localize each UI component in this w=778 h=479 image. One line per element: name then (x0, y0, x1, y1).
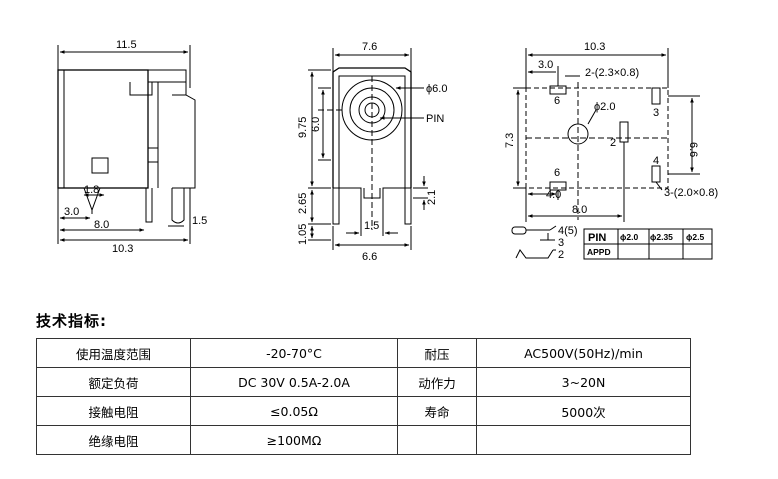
dim-7-6: 7.6 (362, 41, 377, 53)
spec-label: 动作力 (397, 367, 477, 397)
spec-value: -20-70°C (190, 338, 398, 368)
dim-1-5-front: 1.5 (364, 220, 379, 232)
table-row: 使用温度范围 -20-70°C 耐压 AC500V(50Hz)/min (36, 338, 691, 368)
pad-label-3: 3 (653, 107, 659, 119)
dim-11-5: 11.5 (116, 39, 137, 51)
spec-label: 绝缘电阻 (36, 425, 191, 455)
side-view (57, 45, 196, 244)
dim-9-75: 9.75 (297, 117, 309, 138)
pin-table-head-2-0: ϕ2.0 (620, 232, 638, 242)
technical-drawing: 11.5 1.8 3.0 8.0 1.5 10.3 (57, 39, 718, 263)
pin-table-head-2-35: ϕ2.35 (650, 232, 673, 242)
dim-10-3: 10.3 (112, 243, 133, 255)
dim-8-0: 8.0 (94, 219, 109, 231)
pin-label: PIN (426, 113, 444, 125)
spec-value: 3~20N (476, 367, 691, 397)
pad-label-6-bot: 6 (554, 167, 560, 179)
spec-label: 耐压 (397, 338, 477, 368)
dim-4-0: 4.0 (546, 189, 561, 201)
pad-label-4: 4 (653, 155, 659, 167)
dim-3-0: 3.0 (64, 206, 79, 218)
specs-heading: 技术指标: (36, 312, 107, 330)
pad-label-2: 2 (610, 137, 616, 149)
front-view (308, 48, 428, 250)
table-row: 额定负荷 DC 30V 0.5A-2.0A 动作力 3~20N (36, 367, 691, 397)
spec-label: 使用温度范围 (36, 338, 191, 368)
specs-table: 使用温度范围 -20-70°C 耐压 AC500V(50Hz)/min 额定负荷… (36, 338, 691, 455)
footprint-view (513, 48, 700, 222)
spec-value: AC500V(50Hz)/min (476, 338, 691, 368)
dim-8-0-fp: 8.0 (572, 204, 587, 216)
pin-table-head-2-5: ϕ2.5 (686, 232, 704, 242)
pin-table: PIN ϕ2.0 ϕ2.35 ϕ2.5 APPD (583, 228, 713, 260)
spec-label: 额定负荷 (36, 367, 191, 397)
dim-dia-6-0: ϕ6.0 (426, 83, 447, 95)
dim-2-65: 2.65 (297, 193, 309, 214)
slot-note-3: 3-(2.0×0.8) (664, 187, 718, 199)
table-row: 绝缘电阻 ≥100MΩ (36, 425, 691, 455)
pin-2: 2 (558, 249, 564, 261)
spec-value (476, 425, 691, 455)
pin-table-row-label: APPD (587, 247, 611, 257)
dim-10-3-fp: 10.3 (584, 41, 605, 53)
table-row: 接触电阻 ≤0.05Ω 寿命 5000次 (36, 396, 691, 426)
dim-6-6-fp: 6.6 (687, 142, 699, 157)
schematic-symbol (511, 225, 557, 259)
spec-label (397, 425, 477, 455)
dim-1-05: 1.05 (297, 224, 309, 245)
spec-label: 寿命 (397, 396, 477, 426)
dim-3-0-fp: 3.0 (538, 59, 553, 71)
dim-1-8: 1.8 (84, 184, 99, 196)
dim-7-3: 7.3 (504, 133, 516, 148)
spec-value: DC 30V 0.5A-2.0A (190, 367, 398, 397)
pin-4-5: 4(5) (558, 225, 578, 237)
spec-value: 5000次 (476, 396, 691, 426)
spec-value: ≥100MΩ (190, 425, 398, 455)
side-view-labels: 11.5 1.8 3.0 8.0 1.5 10.3 (64, 39, 207, 255)
dim-6-0: 6.0 (310, 117, 322, 132)
dim-dia-2-0: ϕ2.0 (594, 101, 615, 113)
pin-3: 3 (558, 237, 564, 249)
pin-table-head-pin: PIN (588, 232, 606, 244)
dim-1-5: 1.5 (192, 215, 207, 227)
footprint-labels: 10.3 3.0 2-(2.3×0.8) 6 3 ϕ2.0 2 7.3 6.6 … (504, 41, 718, 216)
dim-6-6: 6.6 (362, 251, 377, 263)
slot-note-2: 2-(2.3×0.8) (585, 67, 639, 79)
spec-label: 接触电阻 (36, 396, 191, 426)
pad-label-6-top: 6 (554, 95, 560, 107)
spec-value: ≤0.05Ω (190, 396, 398, 426)
dim-2-1: 2.1 (426, 190, 438, 205)
schematic-labels: 4(5) 3 2 (558, 225, 578, 261)
front-view-labels: 7.6 ϕ6.0 PIN 9.75 6.0 2.65 1.05 2.1 1.5 … (297, 41, 447, 263)
